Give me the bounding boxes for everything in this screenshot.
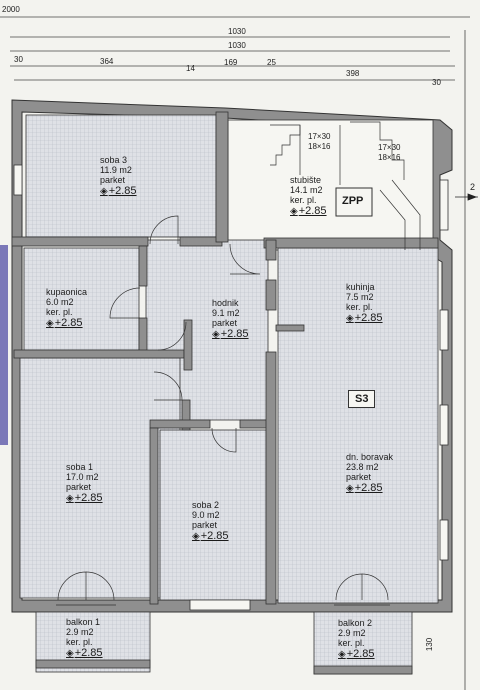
dimension-lines	[0, 16, 470, 690]
room-floors	[19, 114, 439, 675]
dim-overall-2: 1030	[228, 41, 246, 50]
dim-seg-0: 30	[14, 55, 23, 64]
dim-seg-2: 14	[186, 64, 195, 73]
dim-seg-6: 30	[432, 78, 441, 87]
adjacent-unit	[0, 245, 8, 445]
dim-total: 2000	[2, 5, 20, 14]
dim-seg-4: 25	[267, 58, 276, 67]
dim-seg-5: 398	[346, 69, 360, 78]
room-boravak	[277, 247, 439, 604]
room-soba3	[25, 114, 217, 238]
room-kupaonica	[23, 247, 140, 351]
dim-seg-1: 364	[100, 57, 114, 66]
windows	[13, 164, 449, 611]
dim-seg-3: 169	[224, 58, 238, 67]
room-stubiste	[227, 119, 434, 251]
staircase	[270, 121, 421, 250]
dim-bottom-right: 130	[425, 637, 435, 652]
section-mark	[455, 193, 478, 201]
dim-overall-1: 1030	[228, 27, 246, 36]
interior-walls	[11, 111, 439, 675]
room-soba2	[159, 429, 267, 601]
label-s3: S3	[348, 390, 376, 408]
doors	[56, 215, 390, 606]
dim-right-side: 2	[470, 182, 476, 192]
label-zpp: ZPP	[342, 195, 364, 207]
